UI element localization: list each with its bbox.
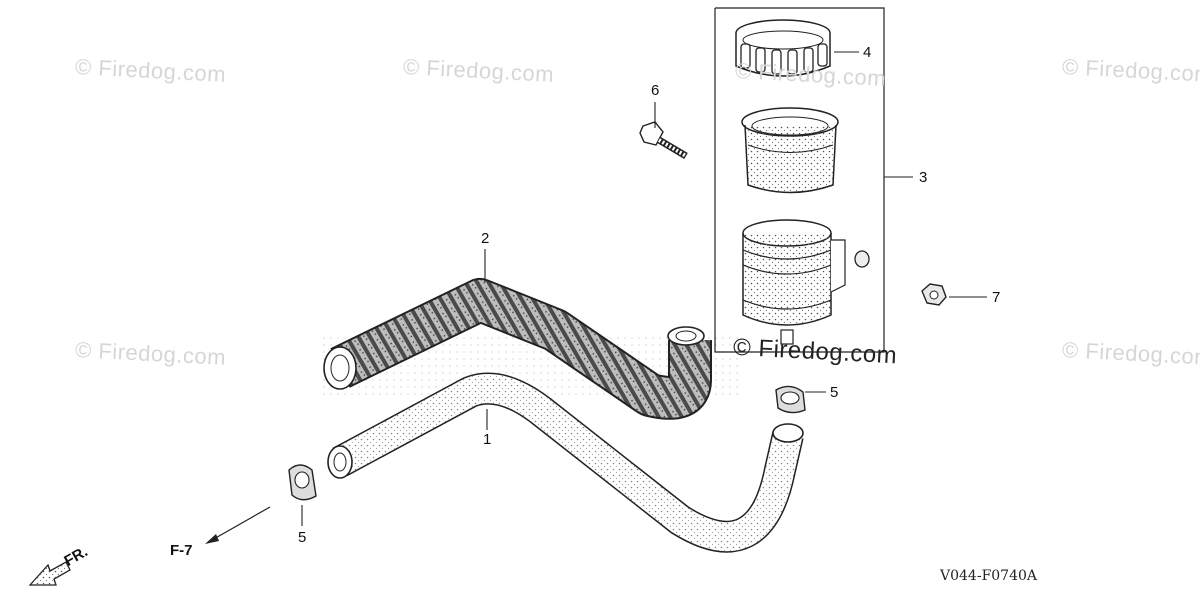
callout-fuel-tube: 1 — [483, 431, 492, 448]
fuel-cup-part — [742, 219, 870, 345]
diagram-code: V044-F0740A — [940, 568, 1038, 584]
breather-tube-part — [323, 278, 712, 420]
callout-bolt: 6 — [651, 82, 660, 99]
clip-left-part — [288, 464, 317, 501]
strainer-part — [741, 107, 839, 194]
front-arrow-icon — [28, 561, 71, 586]
grommet — [854, 250, 870, 268]
callout-clip-right: 5 — [830, 384, 839, 401]
cap-part — [735, 19, 831, 77]
reference-arrow — [205, 506, 271, 544]
clip-right-part — [775, 385, 806, 414]
reference-label: F-7 — [170, 542, 193, 559]
callout-breather-tube: 2 — [481, 230, 490, 247]
bolt-part — [639, 121, 688, 160]
leader-lines — [301, 51, 987, 526]
assembly-box — [714, 7, 885, 353]
callout-cap: 4 — [863, 44, 872, 61]
fuel-tube-part — [327, 372, 804, 553]
callout-clip-left: 5 — [298, 529, 307, 546]
callout-nut: 7 — [992, 289, 1001, 306]
callout-fuel-cup-assembly: 3 — [919, 169, 928, 186]
nut-part — [921, 283, 947, 306]
